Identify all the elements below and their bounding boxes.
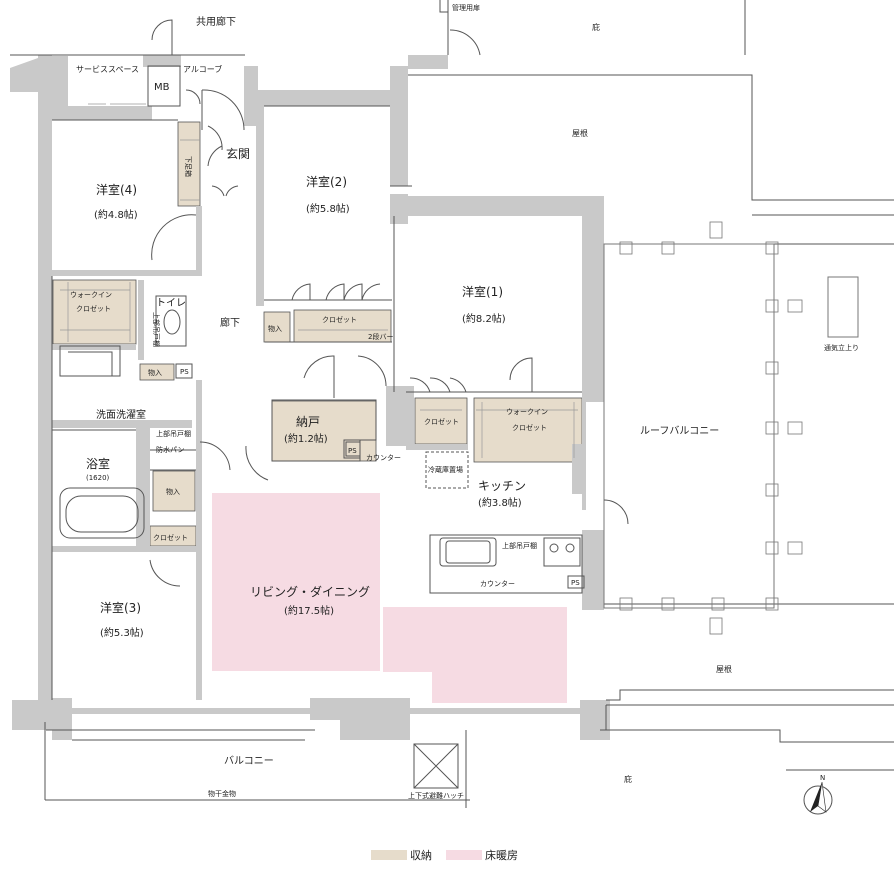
- nando-name: 納戸: [296, 415, 320, 429]
- nando: [271, 400, 377, 462]
- fine-lines: [60, 103, 578, 458]
- label-eaves-bottom: 庇: [624, 774, 632, 784]
- walls: [10, 55, 610, 740]
- floor-heating-zone-living: [212, 493, 380, 671]
- closet-room2-label: クロゼット: [322, 315, 357, 324]
- room2-size: (約5.8帖): [306, 202, 350, 215]
- label-entrance: 玄関: [226, 146, 250, 161]
- label-drying-hardware: 物干金物: [208, 789, 236, 798]
- label-common-corridor: 共用廊下: [196, 15, 236, 28]
- room2-name: 洋室(2): [306, 174, 347, 189]
- room4-size: (約4.8帖): [94, 208, 138, 221]
- label-upper-cabinet-kitchen: 上部吊戸棚: [502, 541, 537, 550]
- label-counter-2: カウンター: [480, 579, 515, 588]
- label-ps-3: PS: [571, 579, 580, 587]
- floor-heating-zone-dining: [383, 607, 567, 672]
- room1-name: 洋室(1): [462, 284, 503, 299]
- labels: 共用廊下 サービススペース MB アルコーブ 管理用扉 庇 屋根 玄関 廊下 洋…: [70, 3, 859, 800]
- balcony-posts: [619, 221, 803, 635]
- closet-room1-label: クロゼット: [424, 417, 459, 426]
- legend-swatch-storage: [371, 850, 407, 860]
- kitchen-name: キッチン: [478, 479, 526, 493]
- label-upper-cabinet-toilet: 上部吊戸棚: [152, 312, 161, 347]
- toilet-name: トイレ: [156, 298, 186, 309]
- label-upper-cabinet-wash: 上部吊戸棚: [156, 429, 191, 438]
- label-hallway: 廊下: [220, 316, 240, 329]
- svg-text:N: N: [820, 774, 825, 782]
- north-compass-icon: N: [803, 774, 833, 815]
- room3-size: (約5.3帖): [100, 626, 144, 639]
- wic-room4: [52, 279, 137, 345]
- floor-heating-zone-dining-lower: [432, 670, 567, 703]
- label-mb: MB: [154, 82, 170, 93]
- room4-name: 洋室(4): [96, 182, 137, 197]
- storage-bath-label: 物入: [166, 487, 180, 496]
- wash-name: 洗面洗濯室: [96, 408, 146, 421]
- label-waterproof-pan: 防水パン: [156, 445, 184, 454]
- nando-size: (約1.2帖): [284, 432, 328, 445]
- label-roof-balcony: ルーフバルコニー: [640, 425, 719, 437]
- storage-bath: [152, 470, 196, 512]
- wic-room1: [473, 397, 583, 463]
- storage-fills: [52, 121, 583, 547]
- legend-label-storage: 収納: [410, 849, 432, 862]
- closet-room3-label: クロゼット: [153, 533, 188, 542]
- floor-heating-zones: [212, 493, 567, 703]
- kitchen-size: (約3.8帖): [478, 496, 522, 509]
- room1-size: (約8.2帖): [462, 312, 506, 325]
- wic-room1-label-b: クロゼット: [512, 423, 547, 432]
- room3-name: 洋室(3): [100, 600, 141, 615]
- bath-name: 浴室: [86, 456, 110, 471]
- wic-room4-label-b: クロゼット: [76, 304, 111, 313]
- label-balcony: バルコニー: [224, 755, 274, 767]
- storage-hall-label: 物入: [268, 324, 282, 333]
- label-roof-top: 屋根: [572, 128, 588, 138]
- label-roof-bottom: 屋根: [716, 664, 732, 674]
- shoe-box: [177, 121, 201, 207]
- storage-wash: [139, 363, 175, 381]
- legend-swatch-floor-heating: [446, 850, 482, 860]
- label-eaves-top: 庇: [592, 22, 600, 32]
- label-shoe-box: 下足箱: [184, 156, 193, 177]
- wic-room1-label-a: ウォークイン: [506, 408, 548, 416]
- label-vent: 通気立上り: [824, 343, 859, 352]
- label-2-step-bar: 2段バー: [368, 332, 393, 341]
- label-ps-2: PS: [348, 447, 357, 455]
- legend: 収納 床暖房: [371, 848, 518, 862]
- ld-size: (約17.5帖): [284, 604, 334, 617]
- storage-wash-label: 物入: [148, 368, 162, 377]
- wic-room4-label-a: ウォークイン: [70, 291, 112, 299]
- linework: [10, 0, 894, 808]
- label-ps-1: PS: [180, 368, 189, 376]
- ld-name: リビング・ダイニング: [250, 584, 370, 599]
- label-fridge: 冷蔵庫置場: [428, 465, 463, 474]
- label-service-space: サービススペース: [76, 65, 139, 74]
- label-hatch: 上下式避難ハッチ: [408, 791, 464, 800]
- label-admin-door: 管理用扉: [452, 3, 480, 12]
- label-alcove: アルコーブ: [183, 64, 222, 74]
- bath-size: (1620): [86, 474, 110, 482]
- label-counter-1: カウンター: [366, 453, 401, 462]
- closet-room2: [293, 309, 392, 343]
- legend-label-floor-heating: 床暖房: [485, 848, 518, 862]
